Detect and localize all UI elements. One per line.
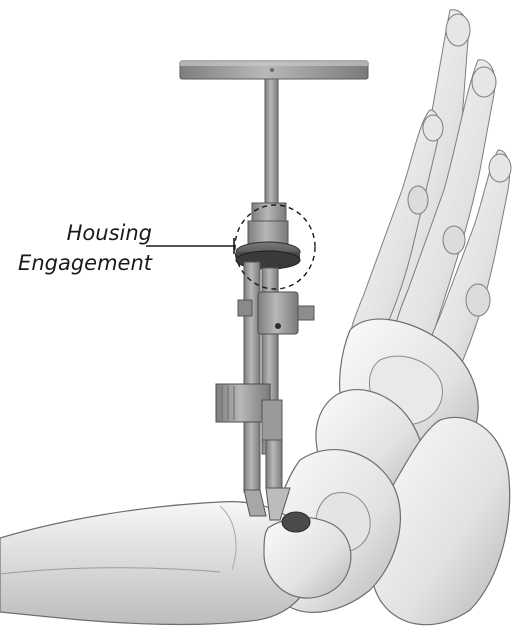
drive-shaft: [265, 79, 278, 207]
housing: [236, 203, 300, 269]
callout-label: Housing Engagement: [0, 218, 152, 278]
callout-label-line2: Engagement: [0, 248, 152, 278]
t-handle: [180, 61, 368, 79]
callout-label-line1: Housing: [0, 218, 152, 248]
